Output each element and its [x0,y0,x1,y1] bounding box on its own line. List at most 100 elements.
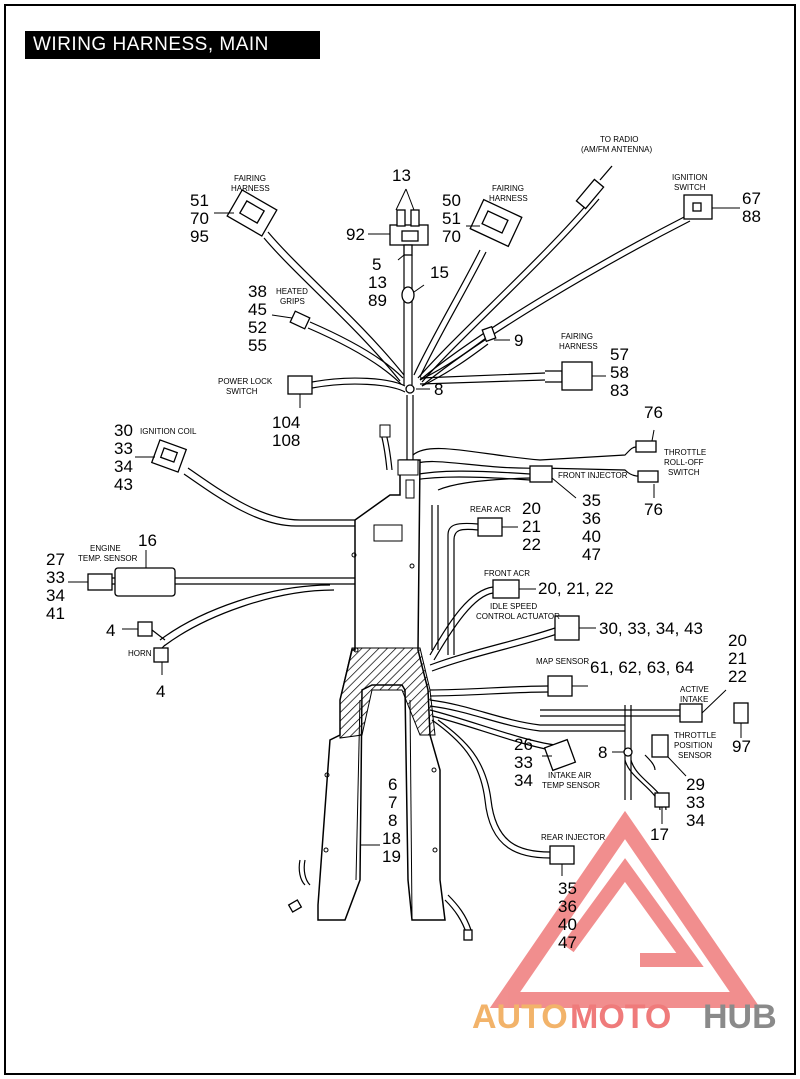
watermark-logo [489,810,761,1008]
callout-15: 15 [430,263,449,282]
label-heated-grips-a: HEATED [276,287,308,296]
callout-38: 38 [248,282,267,301]
clip-8b-icon [623,747,633,757]
fairing-harness-connector-1-icon [226,189,278,237]
callout-51a: 51 [190,191,209,210]
callout-33d: 33 [686,793,705,812]
callout-4b: 4 [156,682,165,701]
label-ignition-coil: IGNITION COIL [140,427,197,436]
callout-27: 27 [46,550,65,569]
label-active-intake-a: ACTIVE [680,685,709,694]
label-horn: HORN [128,649,152,658]
horn-connector-top-icon [137,621,153,637]
label-to-radio-a: TO RADIO [600,135,639,144]
label-to-radio-b: (AM/FM ANTENNA) [581,145,652,154]
callout-4a: 4 [106,621,115,640]
label-power-lock-b: SWITCH [226,387,258,396]
callout-52: 52 [248,318,267,337]
callout-57: 57 [610,345,629,364]
callout-30-33-34-43: 30, 33, 34, 43 [599,619,703,638]
power-lock-switch-icon [287,375,313,395]
label-active-intake-b: INTAKE [680,695,708,704]
label-throttle-rolloff-b: ROLL-OFF [664,458,704,467]
callout-34c: 34 [514,771,533,790]
clip-8-icon [405,384,415,394]
label-idle-speed-b: CONTROL ACTUATOR [476,612,560,621]
callout-88: 88 [742,207,761,226]
callout-35a: 35 [582,491,601,510]
engine-temp-sensor-connector-icon [87,573,113,591]
callout-30a: 30 [114,421,133,440]
label-fairing-harness-3a: FAIRING [561,332,593,341]
watermark-text: AUTO MOTO HUB [472,998,777,1036]
callout-34b: 34 [46,586,65,605]
callout-33c: 33 [514,753,533,772]
ignition-coil-connector-icon [150,439,188,473]
callout-34d: 34 [686,811,705,830]
watermark-auto: AUTO [472,998,568,1036]
callout-70b: 70 [442,227,461,246]
intake-air-temp-sensor-icon [543,738,577,772]
engine-temp-sensor-body-icon [114,567,176,597]
component-labels: FAIRING HARNESS FAIRING HARNESS TO RADIO… [78,135,716,842]
throttle-position-sensor-icon [651,734,669,758]
callout-20c: 20 [728,631,747,650]
callout-47a: 47 [582,545,601,564]
label-intake-air-b: TEMP SENSOR [542,781,600,790]
label-ignition-switch-b: SWITCH [674,183,706,192]
callout-33a: 33 [114,439,133,458]
leg-end-right-icon [463,929,473,941]
callout-76b: 76 [644,500,663,519]
connector-97-icon [733,702,749,724]
watermark-moto: MOTO [570,998,671,1036]
map-sensor-connector-icon [547,675,573,697]
callout-26: 26 [514,735,533,754]
callout-8a: 8 [434,380,443,399]
callout-89: 89 [368,291,387,310]
callout-76a: 76 [644,403,663,422]
leg-end-left-icon [287,899,303,913]
callout-20a: 20 [522,499,541,518]
callout-5: 5 [372,255,381,274]
rear-acr-connector-icon [477,517,503,537]
callout-22c: 22 [728,667,747,686]
callout-33b: 33 [46,568,65,587]
callout-36b: 36 [558,897,577,916]
page-title: WIRING HARNESS, MAIN [33,34,269,55]
callout-50: 50 [442,191,461,210]
label-intake-air-a: INTAKE AIR [548,771,592,780]
horn-connector-bottom-icon [153,647,169,663]
label-throttle-pos-b: POSITION [674,741,712,750]
callout-13: 13 [392,166,411,185]
callout-13b: 13 [368,273,387,292]
callout-83: 83 [610,381,629,400]
callout-70a: 70 [190,209,209,228]
callout-55: 55 [248,336,267,355]
label-engine-temp-a: ENGINE [90,544,121,553]
label-throttle-rolloff-c: SWITCH [668,468,700,477]
label-rear-injector: REAR INJECTOR [541,833,606,842]
active-intake-connector-icon [679,703,703,723]
callout-92: 92 [346,225,365,244]
throttle-rolloff-connector-bottom-icon [637,470,659,483]
callout-61-62-63-64: 61, 62, 63, 64 [590,658,694,677]
callout-17: 17 [650,825,669,844]
label-rear-acr: REAR ACR [470,505,511,514]
callout-9: 9 [514,331,523,350]
callout-19: 19 [382,847,401,866]
callout-104: 104 [272,413,300,432]
idle-speed-actuator-connector-icon [554,615,580,641]
callout-108: 108 [272,431,300,450]
callout-40a: 40 [582,527,601,546]
label-throttle-pos-a: THROTTLE [674,731,716,740]
callout-97: 97 [732,737,751,756]
fairing-harness-connector-3-icon [561,361,593,391]
label-heated-grips-b: GRIPS [280,297,305,306]
label-power-lock-a: POWER LOCK [218,377,273,386]
callout-21c: 21 [728,649,747,668]
front-acr-connector-icon [492,579,520,599]
callout-41: 41 [46,604,65,623]
callout-7: 7 [388,793,397,812]
title-bar [25,31,320,59]
label-throttle-pos-c: SENSOR [678,751,712,760]
